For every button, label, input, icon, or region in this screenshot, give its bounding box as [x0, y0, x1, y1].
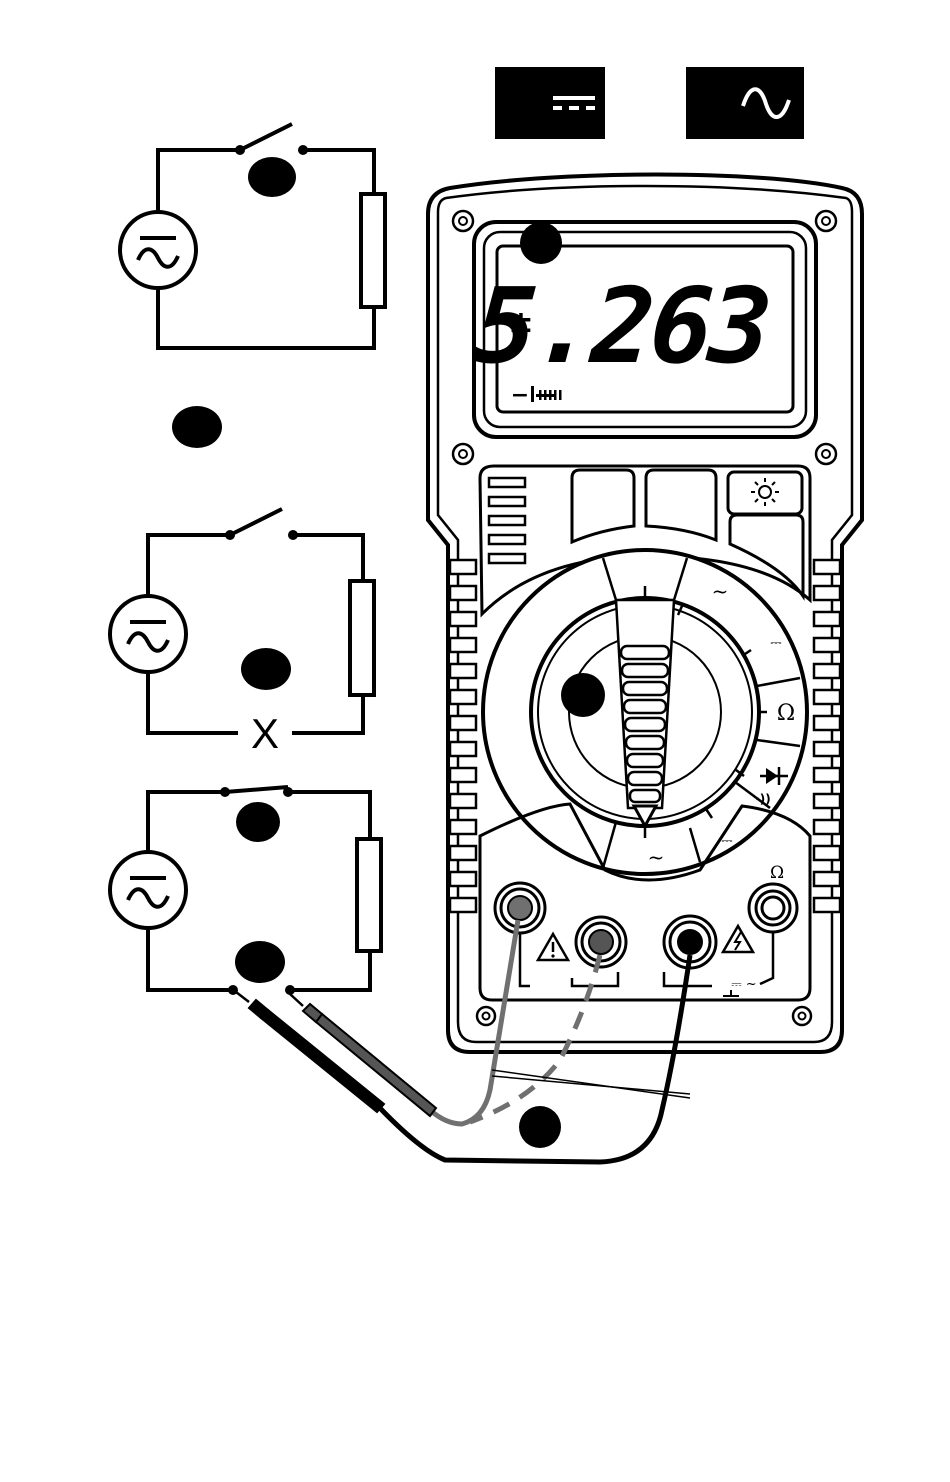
callout-marker [235, 941, 285, 983]
circuit-1 [120, 124, 385, 348]
callout-marker [241, 648, 291, 690]
bargraph-sign: − [511, 383, 529, 408]
screw [793, 1007, 811, 1025]
ac-source-1-icon [120, 212, 196, 288]
rotary-dial[interactable]: ~ ⎓ Ω ·)) ⎓ ~ [483, 550, 807, 874]
resistor-1 [361, 194, 385, 307]
screw [477, 1007, 495, 1025]
callout-marker [520, 222, 562, 264]
dial-label-ac: ~ [712, 579, 729, 603]
multimeter: ± 5.263 − [428, 175, 862, 1053]
resistor-3 [357, 839, 381, 951]
screw [453, 211, 473, 231]
callout-marker [172, 406, 222, 448]
callout-marker [561, 673, 605, 717]
jack-ohm[interactable] [749, 884, 797, 932]
jack-label-volt: ⎓ ~ [731, 977, 756, 992]
ac-source-3-icon [110, 852, 186, 928]
circuit-break-mark: X [251, 710, 279, 757]
resistor-2 [350, 581, 374, 695]
jack-common[interactable] [495, 883, 545, 933]
callout-marker [236, 802, 280, 842]
callout-marker [519, 1106, 561, 1148]
screw [816, 444, 836, 464]
dial-label-continuity: ·)) [755, 792, 771, 806]
callout-marker [248, 157, 296, 197]
dial-label-dc: ⎓ [770, 635, 781, 651]
ac-source-2-icon [110, 596, 186, 672]
jack-label-ohm: Ω [770, 863, 784, 883]
circuit-2 [110, 509, 374, 733]
dc-mode-button[interactable] [495, 67, 605, 139]
ac-mode-button[interactable] [686, 67, 804, 139]
screw [816, 211, 836, 231]
dial-label-ohm: Ω [777, 701, 795, 726]
dial-label-ac-lower: ~ [648, 845, 665, 869]
screw [453, 444, 473, 464]
display-reading: 5.263 [470, 265, 772, 387]
